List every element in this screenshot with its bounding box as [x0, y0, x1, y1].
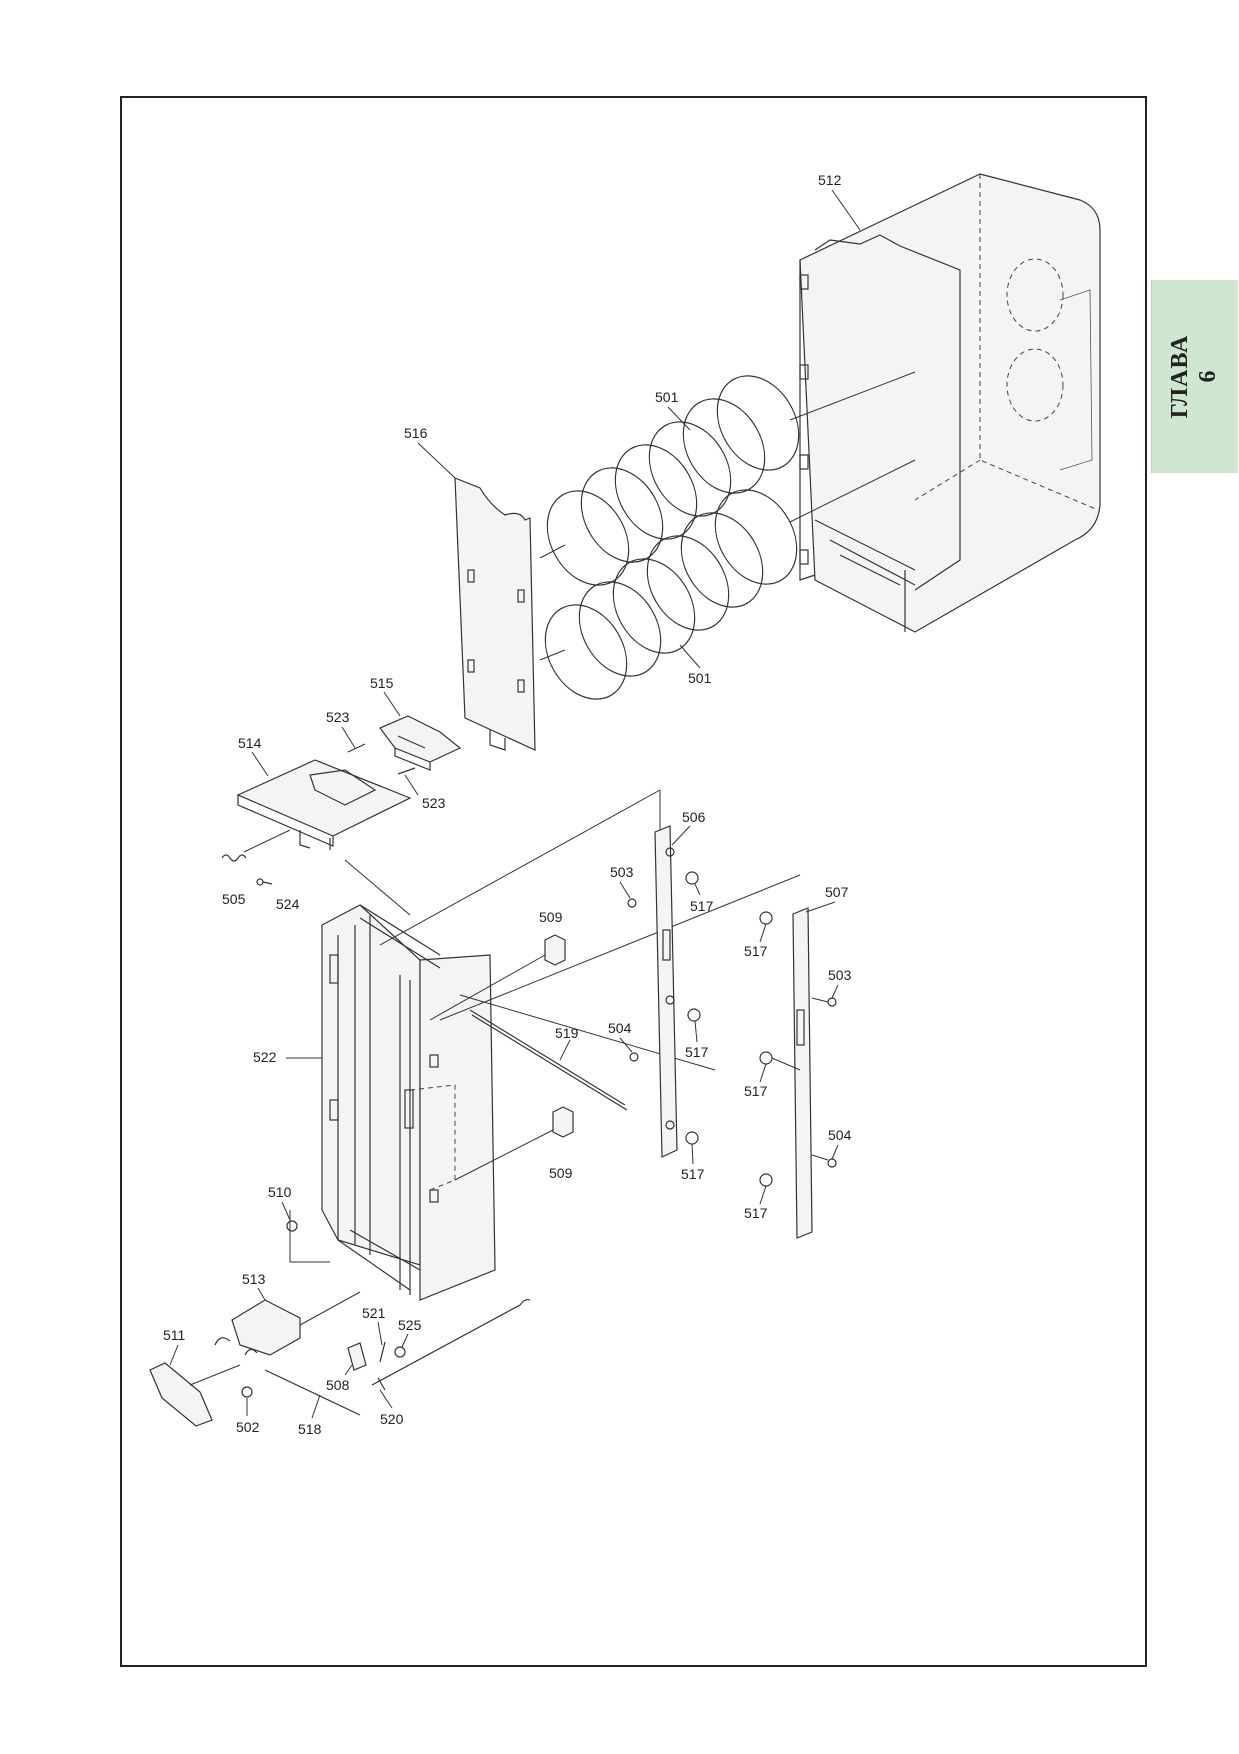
label-leaders [169, 189, 861, 1419]
part-515-bracket [379, 715, 462, 771]
part-506-rail [627, 825, 701, 1158]
label-517-b: 517 [685, 1044, 709, 1060]
label-508: 508 [326, 1377, 350, 1393]
label-517-c: 517 [681, 1166, 705, 1182]
part-502-screw [241, 1386, 253, 1398]
label-514: 514 [238, 735, 262, 751]
label-510: 510 [268, 1184, 292, 1200]
label-509-upper: 509 [539, 909, 563, 925]
label-506: 506 [682, 809, 706, 825]
part-519-rod [469, 1009, 628, 1111]
part-514-tray [236, 759, 412, 850]
label-520: 520 [380, 1411, 404, 1427]
label-512: 512 [818, 172, 842, 188]
label-513: 513 [242, 1271, 266, 1287]
part-512-housing [799, 173, 1101, 633]
part-513-bracket [214, 1291, 361, 1356]
part-511-hinge [149, 1362, 241, 1427]
label-517-a: 517 [690, 898, 714, 914]
page-border [120, 96, 1147, 1667]
label-525: 525 [398, 1317, 422, 1333]
label-511: 511 [163, 1327, 186, 1343]
label-504-right: 504 [828, 1127, 852, 1143]
part-505-spring [221, 829, 291, 862]
label-517-d: 517 [744, 943, 768, 959]
part-509-clips [429, 934, 574, 1181]
part-520-spring [371, 1298, 531, 1391]
label-522: 522 [253, 1049, 277, 1065]
label-521: 521 [362, 1305, 386, 1321]
label-504-left: 504 [608, 1020, 632, 1036]
label-517-f: 517 [744, 1205, 768, 1221]
part-523-pins [347, 743, 416, 775]
part-522-frame [321, 904, 496, 1301]
label-519: 519 [555, 1025, 579, 1041]
label-501-lower: 501 [688, 670, 712, 686]
part-518-rod [264, 1369, 361, 1416]
part-524-screw [256, 878, 273, 886]
part-521-pin [379, 1341, 386, 1363]
part-510-screw [286, 1220, 298, 1232]
label-507: 507 [825, 884, 849, 900]
part-508-clip [347, 1342, 367, 1371]
part-516-plate [454, 477, 536, 751]
label-503-right: 503 [828, 967, 852, 983]
label-501-upper: 501 [655, 389, 679, 405]
label-523-upper: 523 [326, 709, 350, 725]
label-515: 515 [370, 675, 394, 691]
part-501-springs [539, 371, 916, 700]
label-523-lower: 523 [422, 795, 446, 811]
part-525-screw [394, 1346, 406, 1358]
chapter-tab: ГЛАВА 6 [1151, 280, 1238, 473]
label-517-e: 517 [744, 1083, 768, 1099]
label-524: 524 [276, 896, 300, 912]
label-502: 502 [236, 1419, 260, 1435]
part-507-rail [759, 907, 837, 1239]
label-503-left: 503 [610, 864, 634, 880]
label-509-lower: 509 [549, 1165, 573, 1181]
label-516: 516 [404, 425, 428, 441]
label-505: 505 [222, 891, 246, 907]
part-labels: 512 501 501 516 515 523 523 514 505 524 … [163, 172, 852, 1437]
label-518: 518 [298, 1421, 322, 1437]
